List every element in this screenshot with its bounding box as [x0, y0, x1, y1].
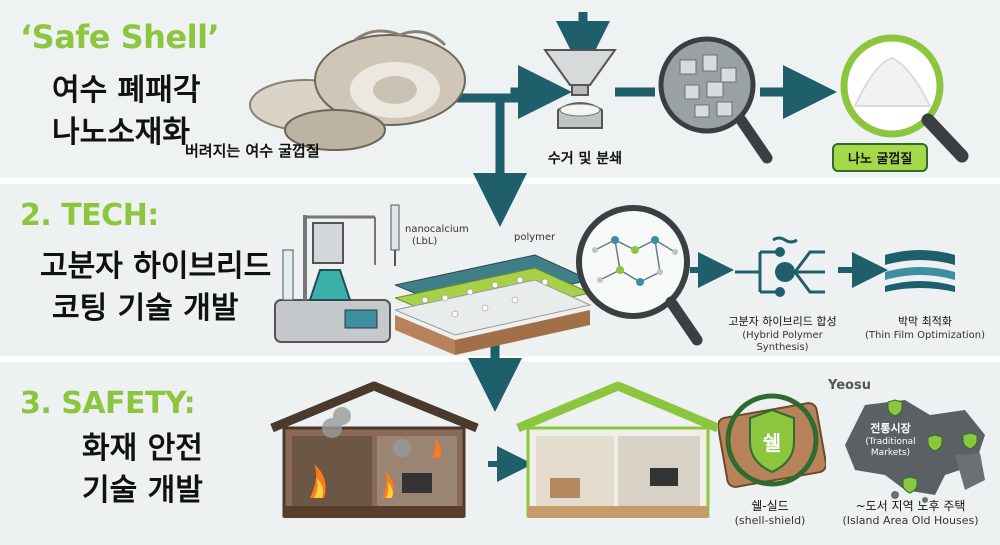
market-label-en2: Markets) — [870, 448, 911, 458]
layered-coating-illustration — [395, 254, 592, 355]
island-caption-en: (Island Area Old Houses) — [842, 514, 979, 527]
hybrid-caption-ko: 고분자 하이브리드 합성 — [728, 315, 837, 328]
section-3-title: 3. SAFETY: — [20, 386, 196, 421]
shield-caption-en: (shell-shield) — [734, 514, 806, 527]
section-3-heading-line1: 화재 안전 — [82, 431, 203, 466]
section-2-heading-line2: 코팅 기술 개발 — [52, 291, 239, 326]
hybrid-caption-en: (Hybrid Polymer Synthesis) — [742, 330, 823, 353]
section-2-title: 2. TECH: — [20, 198, 159, 233]
molecule-magnifier-icon — [576, 205, 703, 346]
grind-caption: 수거 및 분쇄 — [547, 151, 623, 167]
funnel-grinder-icon — [543, 49, 617, 129]
magnifier-nano-powder-icon — [840, 34, 969, 163]
film-caption-ko: 박막 최적화 — [897, 315, 953, 328]
oyster-shells-illustration — [249, 29, 466, 151]
nano-shell-badge: 나노 굴껍질 — [832, 143, 929, 172]
polymer-label: polymer — [514, 232, 556, 243]
film-caption-en: (Thin Film Optimization) — [864, 330, 985, 341]
lab-equipment-illustration — [274, 215, 391, 343]
section-1-title: ‘Safe Shell’ — [20, 18, 220, 56]
shell-shield-badge: 쉘 — [718, 393, 826, 488]
island-caption-ko: ~도서 지역 노후 주택 — [855, 499, 966, 513]
nanocalcium-label: nanocalcium — [405, 224, 469, 235]
burning-house-illustration — [270, 381, 479, 518]
yeosu-map — [845, 399, 985, 503]
syringe-icon — [390, 204, 400, 266]
shield-caption-ko: 쉘-실드 — [751, 499, 789, 513]
shield-glyph: 쉘 — [763, 431, 781, 455]
map-city-label: Yeosu — [828, 378, 871, 393]
thin-film-icon — [885, 250, 955, 292]
magnifier-grains-icon — [658, 36, 773, 164]
section-3-heading-line2: 기술 개발 — [82, 473, 203, 508]
hybrid-network-icon — [735, 236, 825, 297]
shell-caption: 버려지는 여수 굴껍질 — [185, 142, 320, 160]
lbl-label: (LbL) — [412, 236, 438, 247]
section-2-heading-line1: 고분자 하이브리드 — [40, 249, 272, 284]
section-1-heading-line2: 나노소재화 — [52, 115, 190, 150]
section-1-heading-line1: 여수 폐패각 — [52, 73, 201, 108]
market-label-ko: 전통시장 — [870, 422, 911, 435]
safe-house-illustration — [516, 381, 720, 518]
market-label-en1: (Traditional — [865, 437, 916, 447]
